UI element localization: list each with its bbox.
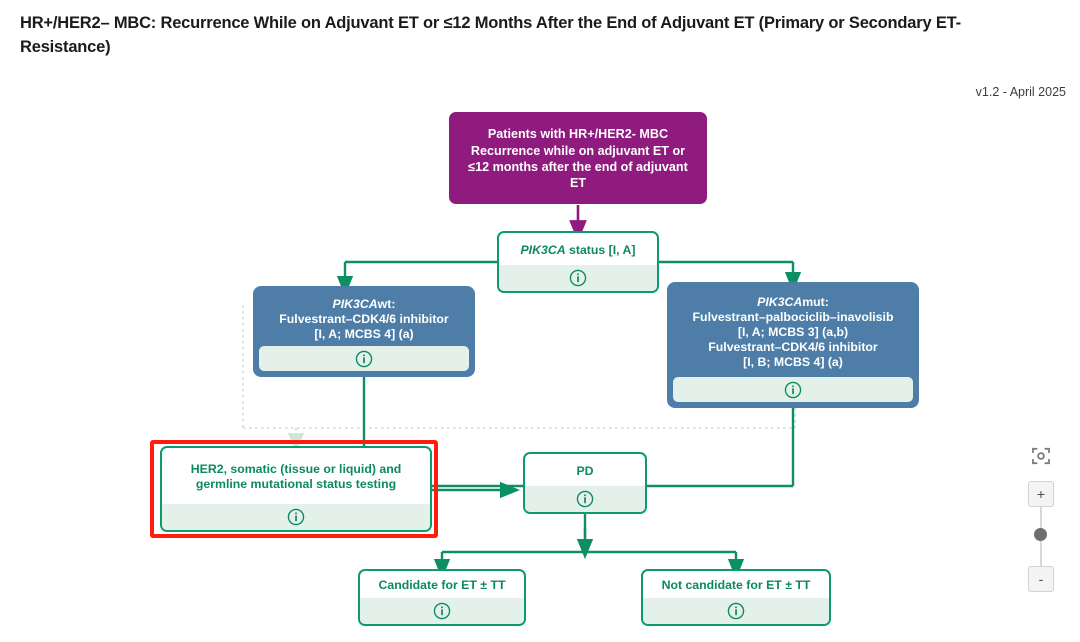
focus-frame-button[interactable] bbox=[1028, 443, 1054, 469]
info-circle-icon[interactable] bbox=[569, 269, 587, 287]
info-circle-icon[interactable] bbox=[784, 381, 802, 399]
node-pik3ca-wt[interactable]: PIK3CAwt: Fulvestrant–CDK4/6 inhibitor [… bbox=[253, 286, 475, 377]
info-bar[interactable] bbox=[162, 504, 430, 530]
node-pik3ca-status-label: PIK3CA status [I, A] bbox=[520, 242, 636, 257]
node-start[interactable]: Patients with HR+/HER2- MBC Recurrence w… bbox=[449, 112, 707, 204]
info-bar[interactable] bbox=[259, 346, 469, 371]
node-not-candidate-label: Not candidate for ET ± TT bbox=[661, 578, 811, 592]
node-pik3ca-mut[interactable]: PIK3CAmut: Fulvestrant–palbociclib–inavo… bbox=[667, 282, 919, 408]
info-circle-icon[interactable] bbox=[727, 602, 745, 620]
info-circle-icon[interactable] bbox=[287, 508, 305, 526]
info-bar[interactable] bbox=[673, 377, 913, 402]
info-bar[interactable] bbox=[360, 598, 524, 624]
node-pik3ca-wt-label: PIK3CAwt: Fulvestrant–CDK4/6 inhibitor [… bbox=[279, 296, 449, 341]
node-start-label: Patients with HR+/HER2- MBC Recurrence w… bbox=[468, 127, 688, 191]
node-her2-testing[interactable]: HER2, somatic (tissue or liquid) and ger… bbox=[160, 446, 432, 532]
node-candidate[interactable]: Candidate for ET ± TT bbox=[358, 569, 526, 626]
flowchart-canvas[interactable]: Patients with HR+/HER2- MBC Recurrence w… bbox=[0, 100, 1080, 642]
zoom-slider-handle[interactable] bbox=[1034, 528, 1047, 541]
focus-frame-icon[interactable] bbox=[1031, 446, 1051, 466]
zoom-out-button[interactable]: - bbox=[1028, 566, 1054, 592]
node-pik3ca-status[interactable]: PIK3CA status [I, A] bbox=[497, 231, 659, 293]
node-pik3ca-mut-label: PIK3CAmut: Fulvestrant–palbociclib–inavo… bbox=[692, 295, 894, 369]
node-not-candidate[interactable]: Not candidate for ET ± TT bbox=[641, 569, 831, 626]
info-bar[interactable] bbox=[525, 486, 645, 512]
info-bar[interactable] bbox=[499, 265, 657, 291]
info-circle-icon[interactable] bbox=[433, 602, 451, 620]
node-pd[interactable]: PD bbox=[523, 452, 647, 514]
node-pd-label: PD bbox=[576, 463, 594, 478]
info-bar[interactable] bbox=[643, 598, 829, 624]
page-title: HR+/HER2– MBC: Recurrence While on Adjuv… bbox=[20, 14, 961, 56]
node-candidate-label: Candidate for ET ± TT bbox=[378, 578, 506, 592]
node-her2-testing-label: HER2, somatic (tissue or liquid) and ger… bbox=[190, 462, 402, 491]
info-circle-icon[interactable] bbox=[576, 490, 594, 508]
info-circle-icon[interactable] bbox=[355, 350, 373, 368]
version-label: v1.2 - April 2025 bbox=[975, 85, 1066, 99]
zoom-in-button[interactable]: + bbox=[1028, 481, 1054, 507]
